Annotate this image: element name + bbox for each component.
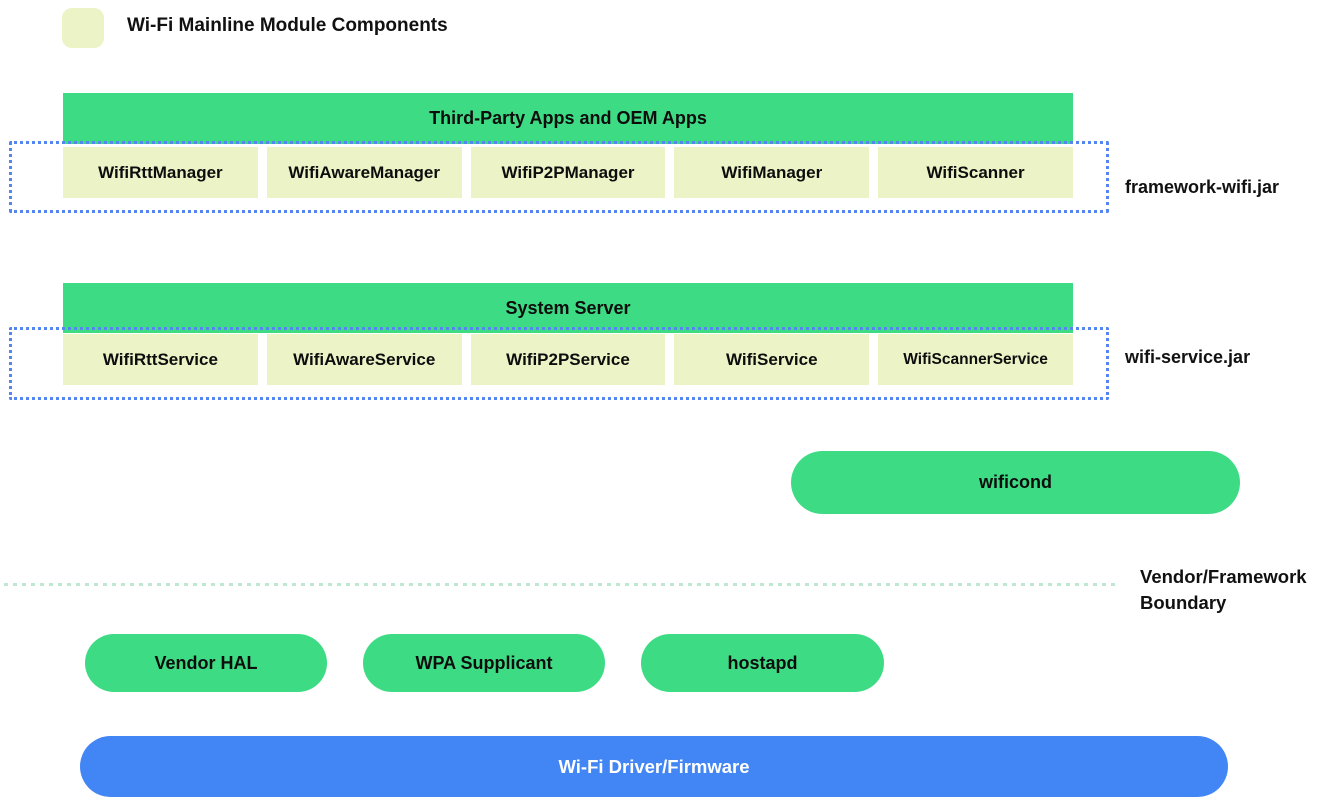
module-box-wifiawaremanager: WifiAwareManager xyxy=(266,147,462,198)
vendor-hal-pill: Vendor HAL xyxy=(85,634,327,692)
system-server-bar: System Server xyxy=(63,283,1073,333)
mainline-module-swatch-icon xyxy=(62,8,104,48)
wifi-service-jar-outline xyxy=(9,327,1109,400)
module-box-wifiscanner: WifiScanner xyxy=(878,147,1073,198)
wificond-pill: wificond xyxy=(791,451,1240,514)
framework-wifi-jar-label: framework-wifi.jar xyxy=(1125,177,1280,197)
module-box-wifimanager: WifiManager xyxy=(674,147,870,198)
third-party-apps-bar: Third-Party Apps and OEM Apps xyxy=(63,93,1073,144)
module-box-wifiawareservice: WifiAwareService xyxy=(266,334,462,385)
manager-box-row: WifiRttManager WifiAwareManager WifiP2PM… xyxy=(63,147,1073,198)
service-box-row: WifiRttService WifiAwareService WifiP2PS… xyxy=(63,334,1073,385)
wpa-supplicant-pill: WPA Supplicant xyxy=(363,634,605,692)
module-box-wifirttservice: WifiRttService xyxy=(63,334,258,385)
vendor-framework-boundary-line xyxy=(4,583,1116,586)
framework-wifi-jar-outline xyxy=(9,141,1109,213)
module-box-wifiservice: WifiService xyxy=(674,334,870,385)
module-box-wifirttmanager: WifiRttManager xyxy=(63,147,258,198)
vendor-framework-boundary-label: Vendor/Framework Boundary xyxy=(1140,566,1307,613)
wifi-driver-firmware-pill: Wi-Fi Driver/Firmware xyxy=(80,736,1228,797)
diagram-title: Wi-Fi Mainline Module Components xyxy=(127,15,448,36)
module-box-wifip2pmanager: WifiP2PManager xyxy=(470,147,666,198)
module-box-wifiscannerservice: WifiScannerService xyxy=(878,334,1073,385)
wifi-service-jar-label: wifi-service.jar xyxy=(1125,347,1251,367)
hostapd-pill: hostapd xyxy=(641,634,884,692)
module-box-wifip2pservice: WifiP2PService xyxy=(470,334,666,385)
